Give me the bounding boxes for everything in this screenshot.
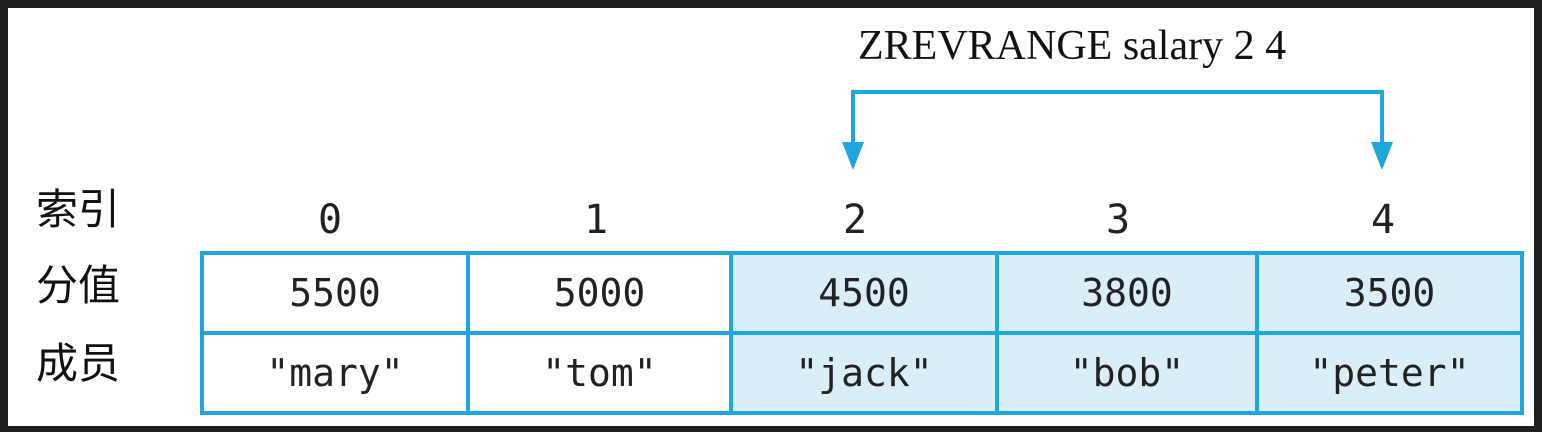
sorted-set-table: 5500 5000 4500 3800 3500 "mary" "tom" "j… bbox=[200, 251, 1524, 415]
score-cell-in-range: 3800 bbox=[999, 255, 1259, 335]
member-cell-in-range: "peter" bbox=[1259, 335, 1520, 411]
score-cell-in-range: 4500 bbox=[733, 255, 999, 335]
score-cell: 5500 bbox=[204, 255, 470, 335]
index-label: 0 bbox=[317, 197, 343, 243]
row-label-score: 分值 bbox=[36, 261, 121, 310]
member-cell: "tom" bbox=[470, 335, 733, 411]
index-label: 4 bbox=[1370, 197, 1396, 243]
member-cell-in-range: "jack" bbox=[733, 335, 999, 411]
command-title: ZREVRANGE salary 2 4 bbox=[858, 23, 1287, 69]
member-cell-in-range: "bob" bbox=[999, 335, 1259, 411]
row-label-member: 成员 bbox=[36, 339, 121, 388]
index-label: 2 bbox=[842, 197, 868, 243]
score-cell: 5000 bbox=[470, 255, 733, 335]
bracket-line bbox=[851, 90, 1384, 166]
diagram-canvas: ZREVRANGE salary 2 4 索引 分值 成员 0 1 2 3 4 … bbox=[8, 8, 1534, 426]
index-label: 1 bbox=[583, 197, 609, 243]
index-label: 3 bbox=[1105, 197, 1131, 243]
range-bracket-arrow bbox=[842, 90, 1393, 170]
arrow-head-end bbox=[1371, 142, 1393, 170]
row-label-index: 索引 bbox=[36, 185, 121, 234]
member-cell: "mary" bbox=[204, 335, 470, 411]
score-cell-in-range: 3500 bbox=[1259, 255, 1520, 335]
arrow-head-start bbox=[842, 142, 864, 170]
